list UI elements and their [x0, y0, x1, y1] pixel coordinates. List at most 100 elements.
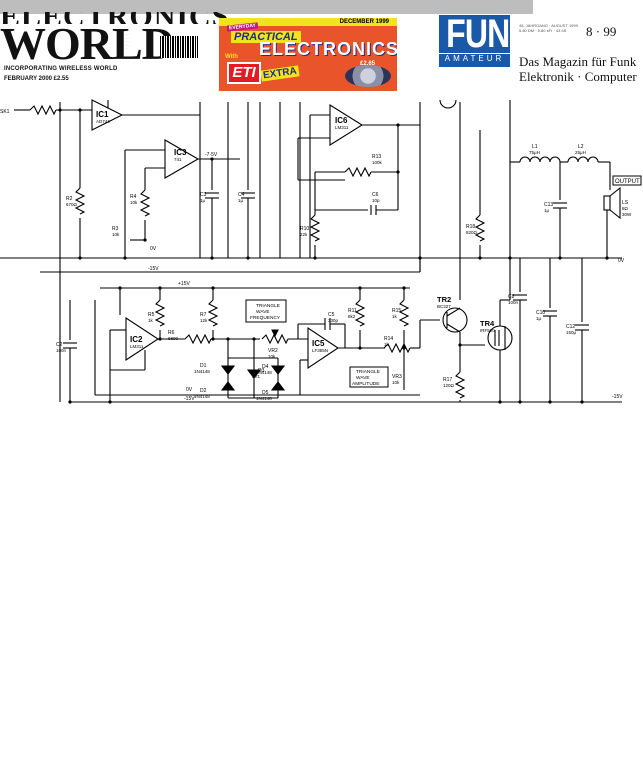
- pot-value-label: 10k: [392, 380, 400, 385]
- amateur-subtitle: AMATEUR: [439, 53, 510, 64]
- funkamateur-tagline: Das Magazin für Funk Elektronik · Comput…: [519, 54, 637, 84]
- capacitor-value-label: 100n: [508, 300, 519, 305]
- rail-label: 0V: [150, 246, 157, 252]
- capacitor-value-label: 1μ: [544, 208, 550, 213]
- practical-label: PRACTICAL: [231, 31, 301, 43]
- resistor-ref-label: R4: [130, 194, 137, 200]
- electronics-world-date: FEBRUARY 2000 £2.55: [4, 76, 69, 82]
- capacitor-value-label: 100n: [56, 348, 67, 353]
- rail-label: -7·5V: [205, 152, 218, 158]
- resistor-value-label: 100k: [372, 160, 383, 165]
- electronics-world-cover: ELECTRONICS WORLD INCORPORATING WIRELESS…: [0, 12, 228, 100]
- ic-part-label: LM311: [130, 344, 144, 349]
- connector-label: SK1: [0, 109, 10, 115]
- diode-ref-label: D5: [262, 390, 269, 396]
- triangle-frequency-label: TRIANGLE: [256, 303, 280, 309]
- diode-ref-label: D2: [200, 388, 207, 394]
- ic-part-label: LF355N: [312, 348, 328, 353]
- top-gray-bar: [0, 0, 533, 14]
- eti-logo: ETI: [227, 62, 261, 84]
- capacitor-ref-label: C2: [56, 342, 63, 348]
- capacitor-ref-label: C3: [200, 192, 207, 198]
- diode-part-label: 1N4148: [194, 394, 210, 399]
- resistor-value-label: 8k2: [348, 314, 356, 319]
- price-list: · · · · · · ·· · · · · · ·· · · · · · ··…: [118, 25, 130, 50]
- rail-label: -15V: [184, 396, 195, 402]
- capacitor-ref-label: C6: [372, 192, 379, 198]
- cover-date: DECEMBER 1999: [339, 19, 389, 25]
- capacitor-ref-label: C8: [508, 294, 515, 300]
- triangle-frequency-label: WAVE: [256, 309, 270, 315]
- capacitor-value-label: 150μ: [566, 330, 577, 335]
- capacitor-value-label: 1μ: [200, 198, 206, 203]
- extra-label: EXTRA: [260, 65, 300, 82]
- resistor-ref-label: R10: [300, 226, 309, 232]
- output-box-label: OUTPUT: [615, 179, 640, 185]
- inductor-ref-label: L2: [578, 144, 584, 150]
- capacitor-ref-label: C10: [536, 310, 545, 316]
- funkamateur-logo: FUNK AMATEUR: [439, 14, 533, 67]
- resistor-ref-label: R13: [372, 154, 381, 160]
- with-label: With: [225, 54, 238, 60]
- speaker-ref-label: LS: [622, 200, 629, 206]
- capacitor-ref-label: C12: [566, 324, 575, 330]
- funkamateur-issue: 8 · 99: [586, 24, 617, 39]
- resistor-ref-label: R7: [200, 312, 207, 318]
- resistor-value-label: 1k: [384, 342, 390, 347]
- diode-ref-label: D1: [200, 363, 207, 369]
- triangle-amplitude-label: TRIANGLE: [356, 369, 380, 375]
- electronics-title: ELECTRONICS: [259, 39, 397, 59]
- speaker-impedance-label: 8Ω: [622, 206, 629, 211]
- rail-label: -15V: [148, 266, 159, 272]
- capacitor-value-label: 330p: [328, 318, 339, 323]
- rail-label: +15V: [178, 281, 190, 287]
- capacitor-value-label: 10p: [372, 198, 380, 203]
- speaker-power-label: 30W: [622, 212, 632, 217]
- diode-part-label: 1N4148: [256, 370, 272, 375]
- resistor-value-label: 10k: [130, 200, 138, 205]
- ic-ref-label: IC1: [96, 110, 109, 119]
- resistor-ref-label: R11: [348, 308, 357, 314]
- resistor-value-label: 120Ω: [443, 383, 455, 388]
- resistor-ref-label: R2: [66, 196, 73, 202]
- resistor-ref-label: R5: [148, 312, 155, 318]
- resistor-ref-label: R17: [443, 377, 452, 383]
- pot-ref-label: VR3: [392, 374, 402, 380]
- transistor-part-label: BC327: [437, 304, 451, 309]
- barcode: [160, 36, 198, 58]
- pot-value-label: 10k: [268, 354, 276, 359]
- resistor-ref-label: R14: [384, 336, 393, 342]
- diode-ref-label: D3: [258, 368, 265, 374]
- resistor-value-label: 12k: [200, 318, 208, 323]
- capacitor-value-label: 1μ: [536, 316, 542, 321]
- triangle-amplitude-label: WAVE: [356, 375, 370, 381]
- rail-label: 0V: [618, 258, 625, 264]
- resistor-value-label: 1k: [392, 314, 398, 319]
- resistor-ref-label: R3: [112, 226, 119, 232]
- ic-ref-label: IC5: [312, 339, 325, 348]
- resistor-ref-label: R18: [466, 224, 475, 230]
- resistor-value-label: 1k: [148, 318, 154, 323]
- resistor-value-label: 22k: [300, 232, 308, 237]
- circuit-schematic: IC1AD744IC3741IC6LM311IC2LM311IC5LF355NT…: [0, 99, 642, 404]
- electronics-world-subtitle: INCORPORATING WIRELESS WORLD: [4, 66, 118, 72]
- diode-part-label: 1N4148: [194, 369, 210, 374]
- resistor-value-label: 670Ω: [66, 202, 78, 207]
- cover-banner: [219, 18, 397, 26]
- capacitor-value-label: 1μ: [238, 198, 244, 203]
- ic-part-label: AD744: [96, 119, 110, 124]
- triangle-amplitude-label: AMPLITUDE: [352, 381, 379, 387]
- inductor-value-label: 75μH: [529, 150, 540, 155]
- ic-ref-label: IC6: [335, 116, 348, 125]
- resistor-ref-label: R15: [392, 308, 401, 314]
- triangle-frequency-label: FREQUENCY: [250, 315, 281, 321]
- cd-image: [345, 65, 391, 87]
- resistor-value-label: 820Ω: [466, 230, 478, 235]
- capacitor-ref-label: C5: [328, 312, 335, 318]
- inductor-value-label: 25μH: [575, 150, 586, 155]
- cover-price: £2.65: [359, 61, 375, 67]
- diode-ref-label: D4: [262, 364, 269, 370]
- pot-ref-label: VR2: [268, 348, 278, 354]
- rail-label: 0V: [186, 387, 193, 393]
- transistor-part-label: IRF520: [480, 328, 495, 333]
